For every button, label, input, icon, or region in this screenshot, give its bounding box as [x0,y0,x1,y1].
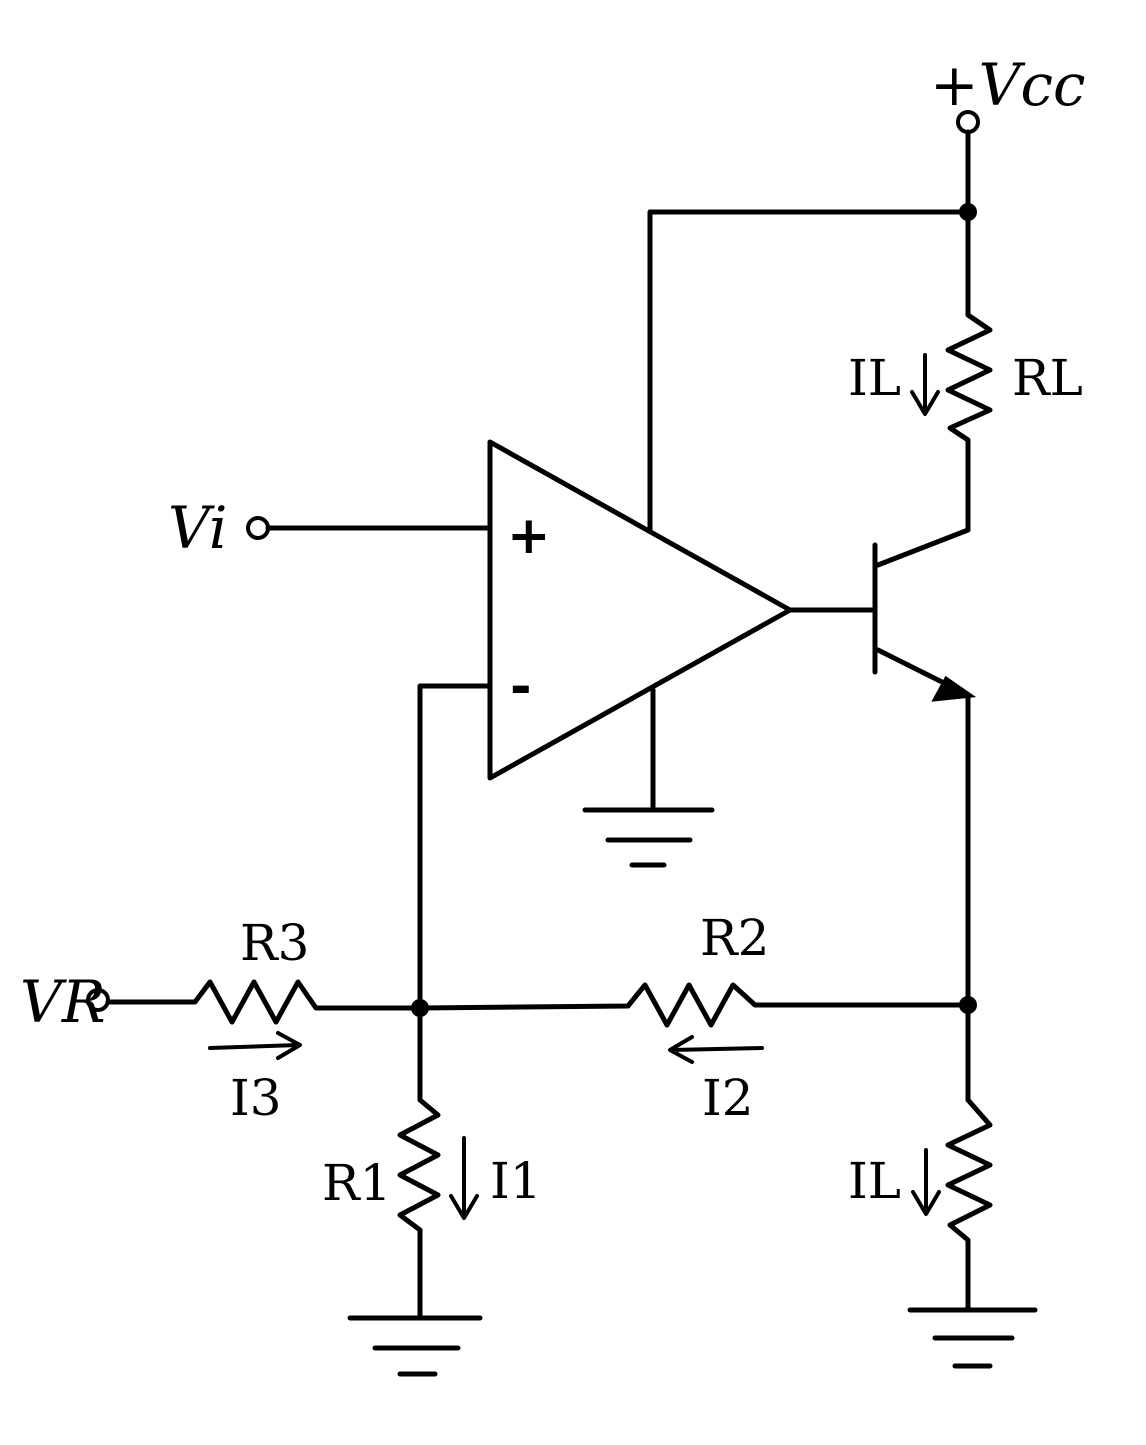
op-amp-triangle [487,439,793,781]
resistor-r3 [182,979,423,1025]
vr-label: VR [20,968,106,1036]
resistor-r1 [397,1005,441,1318]
vcc-to-opamp-wire [647,209,971,533]
ground-symbol-opamp [582,807,715,868]
ground-symbol-r1 [347,1315,483,1377]
inverting-input-wire [417,683,493,1011]
ground-symbol-sense [907,1307,1038,1369]
vi-label: Vi [168,494,227,562]
load-resistor-rl [875,292,993,568]
current-arrow-i3 [208,1031,302,1060]
current-arrow-il-bottom [911,1148,941,1216]
il-bottom-label: IL [848,1152,901,1210]
il-top-label: IL [848,349,901,407]
current-arrow-i1 [449,1136,479,1220]
r2-label: R2 [700,909,769,967]
i1-label: I1 [490,1152,542,1210]
noninverting-input-sign: + [507,506,551,566]
i3-label: I3 [230,1069,282,1127]
i2-label: I2 [702,1069,754,1127]
inverting-input-sign: - [510,657,532,717]
resistor-sense [945,1002,993,1313]
current-arrow-i2 [668,1035,764,1064]
current-arrow-il-top [910,353,940,416]
vr-terminal [86,988,110,1012]
emitter-arrow-icon [931,675,977,702]
vcc-label: +Vcc [930,51,1085,119]
resistor-r2 [417,982,971,1028]
vcc-junction-dot [959,203,977,221]
rl-label: RL [1012,349,1083,407]
r1-label: R1 [322,1154,391,1212]
vi-terminal [246,516,270,540]
r3-label: R3 [240,914,309,972]
